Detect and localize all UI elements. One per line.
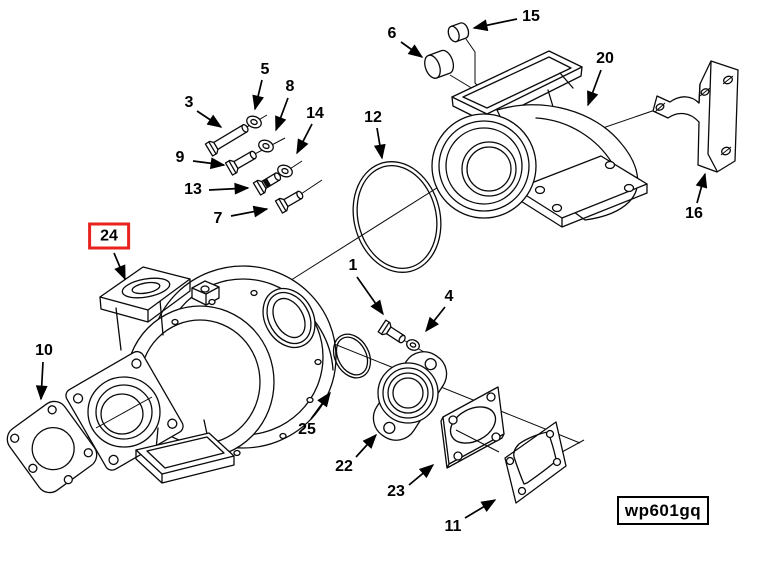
callout-23[interactable]: 23: [387, 483, 405, 500]
part-7-hex-bolt: [276, 188, 306, 213]
callout-4[interactable]: 4: [444, 288, 454, 305]
callout-13[interactable]: 13: [184, 181, 202, 198]
callout-3[interactable]: 3: [184, 94, 194, 111]
callout-25[interactable]: 25: [298, 421, 316, 438]
callout-6[interactable]: 6: [387, 25, 397, 42]
part-23-spacer-plate: [441, 387, 504, 468]
part-11-gasket: [505, 422, 566, 503]
callout-16[interactable]: 16: [685, 205, 703, 222]
part-24-turbocharger-drawing: [63, 266, 336, 483]
part-10-mounting-gasket: [2, 396, 103, 499]
part-12-o-ring: [342, 152, 453, 281]
callout-22[interactable]: 22: [335, 458, 353, 475]
part-22-transfer-flange: [365, 344, 454, 448]
callout-5[interactable]: 5: [260, 61, 270, 78]
callout-15[interactable]: 15: [522, 8, 540, 25]
callout-10[interactable]: 10: [35, 342, 53, 359]
part-25-o-ring: [326, 328, 378, 385]
part-1-hex-bolt: [378, 320, 408, 346]
part-8-washer: [257, 138, 275, 154]
callout-14[interactable]: 14: [306, 105, 324, 122]
callout-7[interactable]: 7: [213, 210, 223, 227]
callout-9[interactable]: 9: [175, 149, 185, 166]
part-4-washer: [405, 338, 421, 352]
part-16-support-bracket: [653, 61, 738, 172]
part-6-cap-plug: [422, 48, 457, 80]
callout-11[interactable]: 11: [444, 518, 462, 535]
callout-arrows: [35, 19, 708, 518]
drawing-code-label: wp601gq: [617, 496, 709, 525]
part-15-cap-plug: [446, 21, 470, 43]
part-9-hex-bolt: [226, 148, 259, 175]
part-5-washer: [245, 114, 263, 130]
part-3-hex-bolt: [205, 121, 250, 156]
part-13-hex-bolt: [253, 169, 283, 195]
part-14-washer: [276, 163, 294, 179]
callout-8[interactable]: 8: [285, 78, 295, 95]
callout-20[interactable]: 20: [596, 50, 614, 67]
part-20-exhaust-outlet-connection: [432, 51, 647, 227]
callout-1[interactable]: 1: [348, 257, 358, 274]
callout-24-selected[interactable]: 24: [88, 222, 130, 250]
callout-12[interactable]: 12: [364, 109, 382, 126]
